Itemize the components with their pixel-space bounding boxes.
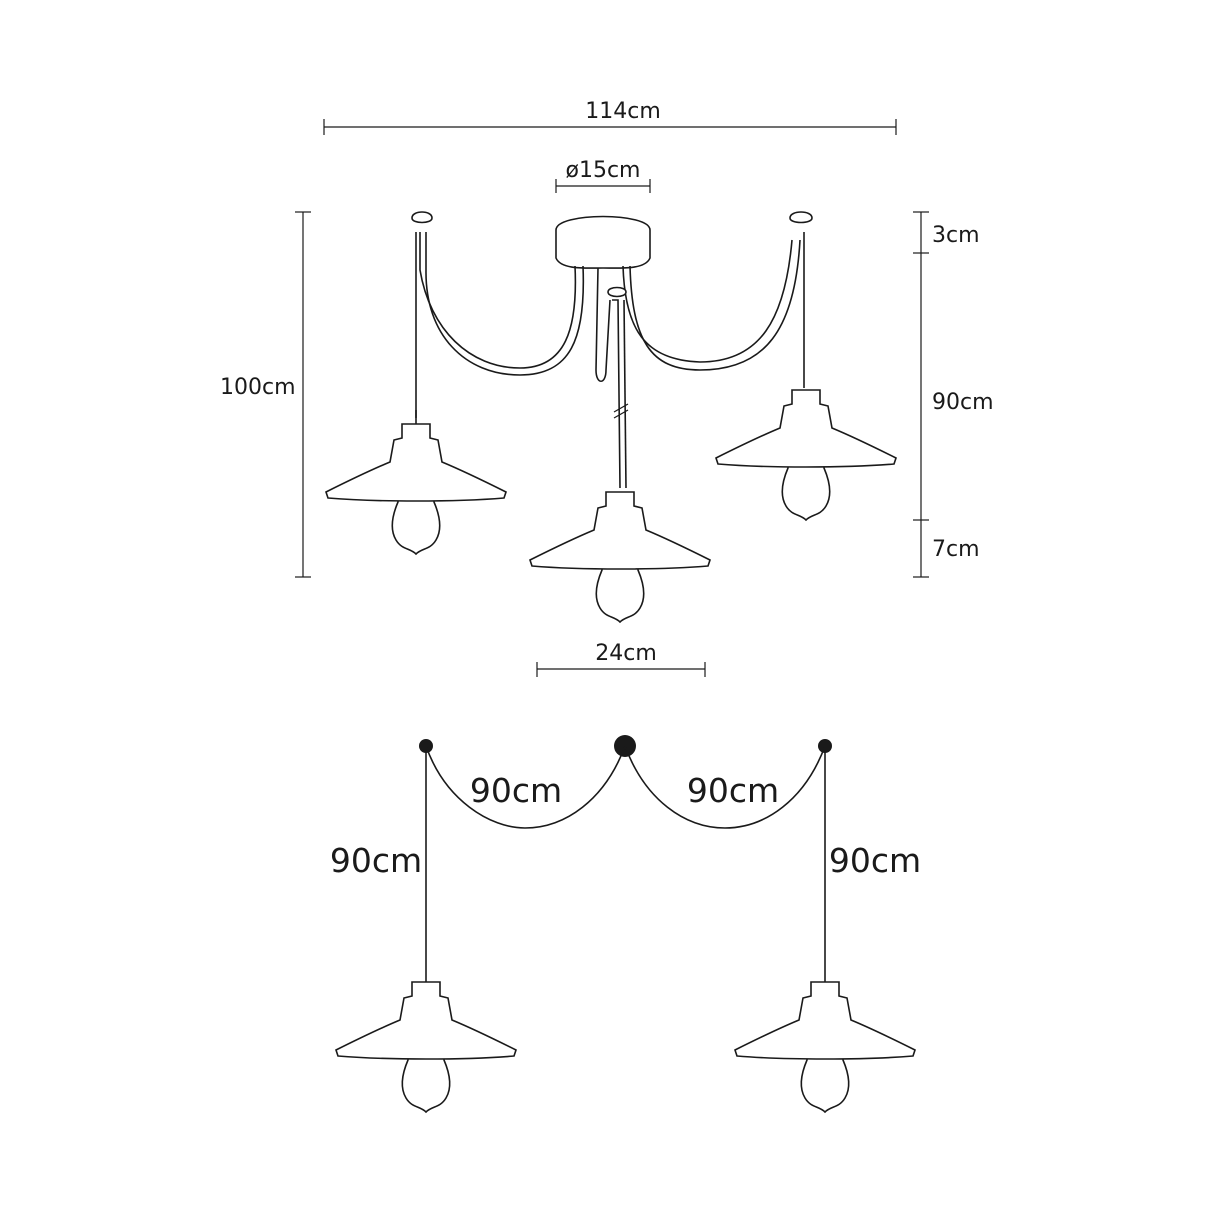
canopy-diameter-label: ø15cm — [566, 158, 641, 183]
lamp-bottom-left — [335, 981, 517, 1113]
shade-diameter-label: 24cm — [595, 641, 657, 666]
height-label: 100cm — [220, 375, 296, 400]
cable-length-label: 90cm — [932, 390, 994, 415]
width-dimension: 114cm — [323, 99, 897, 135]
cables — [411, 211, 813, 489]
lamp-right — [715, 389, 897, 521]
ceiling-canopy — [555, 215, 651, 269]
lamp-center — [529, 491, 711, 623]
height-dimension: 100cm — [220, 211, 311, 578]
shade-diameter-dimension: 24cm — [536, 641, 706, 677]
canopy-height-label: 3cm — [932, 223, 980, 248]
canopy-diameter-dimension: ø15cm — [555, 158, 651, 193]
arc-right-label: 90cm — [687, 771, 779, 810]
lamp-bottom-right — [734, 981, 916, 1113]
lamp-left — [325, 410, 507, 555]
drop-left-label: 90cm — [330, 841, 422, 880]
right-segment-dimensions: 3cm 90cm 7cm — [913, 211, 994, 578]
drop-right-label: 90cm — [829, 841, 921, 880]
width-label: 114cm — [585, 99, 661, 124]
bulb-height-label: 7cm — [932, 537, 980, 562]
bottom-schematic: 90cm 90cm 90cm 90cm — [330, 735, 921, 1113]
arc-left-label: 90cm — [470, 771, 562, 810]
